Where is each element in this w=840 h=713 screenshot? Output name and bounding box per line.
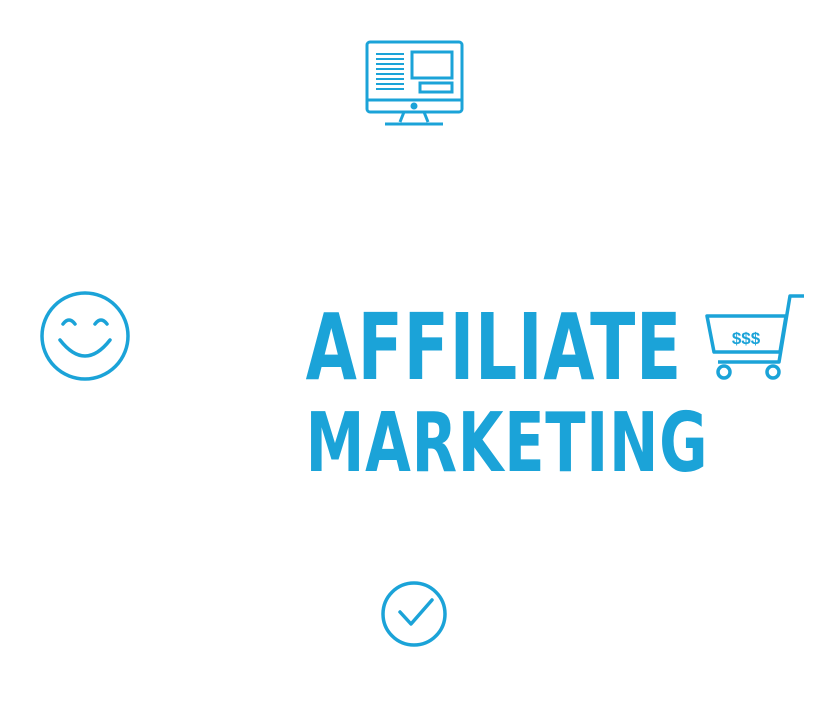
cart-dollar-text: $$$: [732, 329, 761, 348]
arrow-top-left: [123, 76, 293, 246]
checkmark-circle-icon: [381, 581, 447, 647]
arrow-bottom-left: [107, 497, 266, 662]
step-right-label: CUSTOMER CLICKS ON THE AFFILIATE LINK AN…: [614, 393, 835, 456]
shopping-cart-icon: $$$: [705, 294, 804, 380]
arrow-top-right: [544, 86, 720, 248]
step-top-label: AFFILIATE PROMOTES THROUGH ADS, BLOGS AN…: [293, 141, 542, 204]
title-line-marketing: MARKETING: [305, 396, 709, 491]
smiley-face-icon: [40, 291, 130, 381]
step-bottom-label: CONVERSION IS RECORDED: [290, 656, 540, 675]
title-line-affiliate: AFFILIATE: [305, 294, 682, 401]
arrow-bottom-right: [562, 504, 714, 665]
step-left-label: AFFILIATE GETS A COMMISSION: [14, 396, 176, 437]
monitor-icon: [365, 40, 464, 126]
center-heading-bottom: WORK?: [330, 503, 510, 555]
title-box: AFFILIATE MARKETING: [262, 294, 709, 496]
